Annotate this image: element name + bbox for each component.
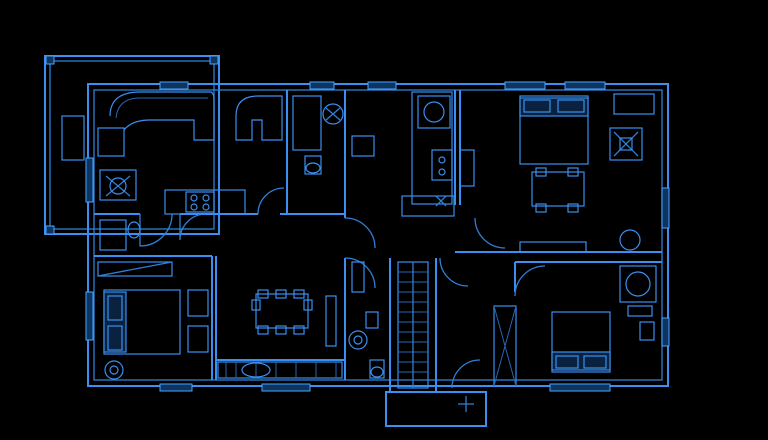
bathroom-lower [348,261,385,379]
bedroom-left [97,219,209,380]
dining-area [217,289,343,379]
living-room [61,91,283,215]
windows [85,81,670,392]
kitchen [401,91,475,217]
stairwell [397,261,429,389]
terrace [44,55,220,235]
doors [139,187,546,389]
bedroom-upper-right [519,93,655,253]
interior-walls [94,90,662,392]
bedroom-lower-right [493,265,657,387]
entry-porch [385,391,487,427]
bathroom-upper [292,95,375,175]
